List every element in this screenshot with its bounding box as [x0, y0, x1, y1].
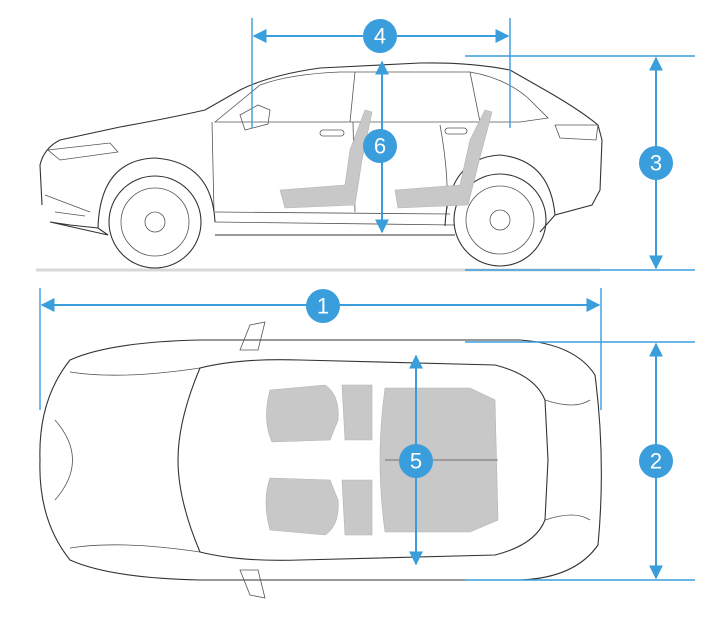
marker-5: 5 [399, 444, 433, 478]
front-lights [44, 142, 119, 217]
front-seat-left [266, 384, 339, 443]
hood-lines [54, 367, 201, 553]
front-door-handle [319, 129, 345, 137]
svg-text:5: 5 [410, 449, 422, 474]
rear-lines [544, 399, 591, 521]
rear-wheel [453, 173, 547, 267]
side-body-outline [39, 62, 603, 236]
top-mirror-right [239, 569, 266, 599]
svg-text:1: 1 [317, 294, 329, 319]
front-wheel [108, 175, 202, 269]
top-view-car [39, 321, 602, 599]
svg-text:3: 3 [650, 151, 662, 176]
front-seat-right [265, 477, 339, 536]
side-view-car [36, 62, 603, 272]
front-wheel-arch [97, 157, 216, 229]
marker-3: 3 [639, 146, 673, 180]
svg-text:6: 6 [374, 134, 386, 159]
c-pillar [469, 71, 481, 123]
top-body-outline [39, 339, 602, 581]
side-sill [214, 211, 456, 226]
front-seat-back-left [341, 384, 373, 441]
front-seat-side [279, 109, 373, 209]
rear-light [554, 124, 599, 141]
rear-door-handle [444, 127, 468, 135]
top-cabin-outline [177, 359, 549, 561]
marker-6: 6 [363, 129, 397, 163]
marker-4: 4 [363, 19, 397, 53]
svg-text:4: 4 [374, 24, 386, 49]
side-mirror [239, 104, 271, 131]
top-mirror-left [239, 321, 266, 351]
front-seat-back-right [341, 479, 373, 536]
marker-1: 1 [306, 289, 340, 323]
svg-text:2: 2 [650, 449, 662, 474]
marker-2: 2 [639, 444, 673, 478]
rear-seat-side [394, 109, 493, 209]
b-pillar [349, 71, 356, 123]
